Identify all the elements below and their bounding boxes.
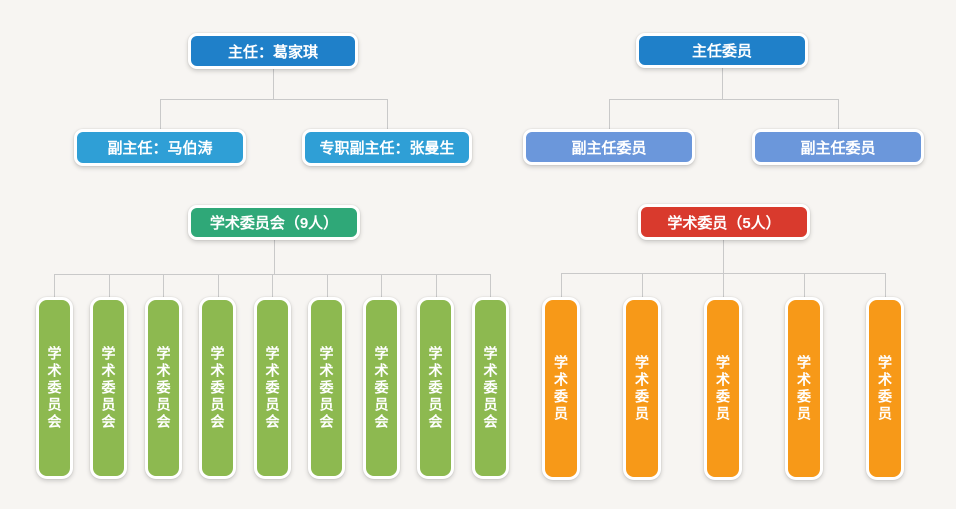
connector-drop-academic-committee-7 [381, 274, 382, 297]
node-academic-committee-member-5[interactable]: 学术委员会 [254, 297, 291, 479]
connector-drop-academic-member-3 [723, 273, 724, 297]
node-academic-member-member-4[interactable]: 学术委员 [785, 297, 823, 480]
connector-drop-academic-committee-6 [327, 274, 328, 297]
node-academic-committee-member-7[interactable]: 学术委员会 [363, 297, 400, 479]
node-academic-member-member-3[interactable]: 学术委员 [704, 297, 742, 480]
connector-drop-academic-committee-3 [163, 274, 164, 297]
node-director[interactable]: 主任：葛家琪 [188, 33, 358, 69]
connector-drop-office-1 [160, 99, 161, 130]
node-academic-member-member-5[interactable]: 学术委员 [866, 297, 904, 480]
node-academic-member-member-2[interactable]: 学术委员 [623, 297, 661, 480]
node-academic-committee-member-8[interactable]: 学术委员会 [417, 297, 454, 479]
node-deputy-member-2[interactable]: 副主任委员 [752, 129, 924, 165]
connector-drop-academic-member-1 [561, 273, 562, 297]
node-academic-committee-member-6[interactable]: 学术委员会 [308, 297, 345, 479]
connector-stub-academic-member [723, 240, 724, 273]
connector-hline-board [609, 99, 838, 100]
connector-drop-academic-member-2 [642, 273, 643, 297]
connector-drop-academic-committee-1 [54, 274, 55, 297]
connector-stub-academic-committee [274, 240, 275, 274]
connector-drop-academic-committee-5 [272, 274, 273, 297]
connector-drop-academic-member-5 [885, 273, 886, 297]
connector-drop-board-2 [838, 99, 839, 130]
node-deputy-director-1[interactable]: 副主任：马伯涛 [74, 129, 246, 166]
node-deputy-member-1[interactable]: 副主任委员 [523, 129, 695, 165]
node-academic-committee-member-1[interactable]: 学术委员会 [36, 297, 73, 479]
node-academic-member-header[interactable]: 学术委员（5人） [638, 204, 810, 240]
connector-stub-office [273, 69, 274, 99]
connector-drop-academic-committee-4 [218, 274, 219, 297]
node-academic-member-member-1[interactable]: 学术委员 [542, 297, 580, 480]
node-academic-committee-member-9[interactable]: 学术委员会 [472, 297, 509, 479]
connector-drop-office-2 [387, 99, 388, 130]
connector-hline-office [160, 99, 388, 100]
connector-drop-academic-committee-8 [436, 274, 437, 297]
connector-drop-academic-committee-2 [109, 274, 110, 297]
connector-drop-academic-member-4 [804, 273, 805, 297]
node-academic-committee-member-2[interactable]: 学术委员会 [90, 297, 127, 479]
connector-drop-academic-committee-9 [490, 274, 491, 297]
node-academic-committee-member-4[interactable]: 学术委员会 [199, 297, 236, 479]
node-academic-committee-member-3[interactable]: 学术委员会 [145, 297, 182, 479]
node-chief-member[interactable]: 主任委员 [636, 33, 808, 68]
connector-stub-board [722, 68, 723, 99]
connector-drop-board-1 [609, 99, 610, 130]
node-deputy-director-2[interactable]: 专职副主任：张曼生 [302, 129, 472, 166]
node-academic-committee-header[interactable]: 学术委员会（9人） [188, 205, 360, 240]
